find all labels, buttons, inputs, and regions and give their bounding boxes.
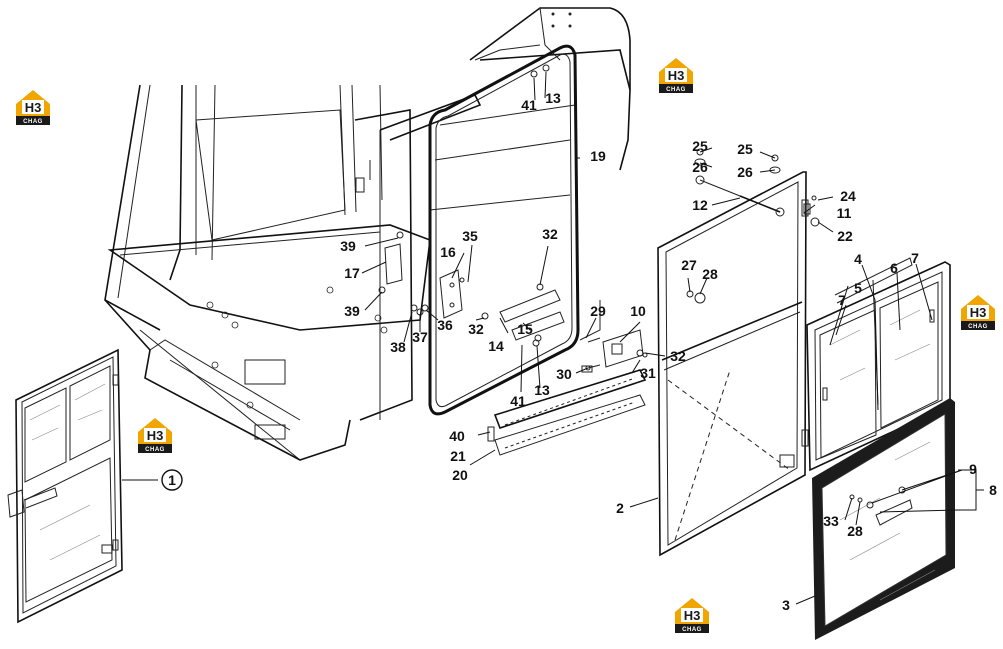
brand-logo-2: H3 CHAG (659, 58, 693, 93)
gas-strut-12 (694, 148, 820, 227)
callout-32-mid: 32 (468, 321, 484, 337)
door-seal-19 (428, 44, 580, 416)
callout-13-top: 13 (545, 90, 561, 106)
callout-27: 27 (681, 257, 697, 273)
callout-37: 37 (412, 329, 428, 345)
callout-40: 40 (449, 428, 465, 444)
callout-32-right: 32 (670, 348, 686, 364)
callout-39-bottom: 39 (344, 303, 360, 319)
callout-7-right: 7 (911, 250, 919, 266)
callout-24: 24 (840, 188, 856, 204)
callout-41-bottom: 41 (510, 393, 526, 409)
logo-text: CHAG (145, 447, 165, 453)
callout-labels: 1 2 3 4 5 6 7 7 8 9 10 11 12 13 13 14 15… (168, 90, 997, 613)
step-tread-20 (487, 365, 647, 456)
callout-35: 35 (462, 228, 478, 244)
logo-letters: H3 (970, 305, 987, 320)
callout-2: 2 (616, 500, 624, 516)
callout-17: 17 (344, 265, 360, 281)
callout-circle-1 (161, 469, 183, 491)
callout-7-left: 7 (838, 292, 846, 308)
callout-12: 12 (692, 197, 708, 213)
callout-22: 22 (837, 228, 853, 244)
callout-4: 4 (854, 251, 862, 267)
callout-26-right: 26 (737, 164, 753, 180)
brand-logo-5: H3 CHAG (675, 598, 709, 633)
cab-frame (104, 7, 631, 461)
door-frame-2 (657, 171, 809, 557)
logo-text: CHAG (682, 627, 702, 633)
callout-11: 11 (837, 205, 852, 221)
callout-26-left: 26 (692, 159, 708, 175)
logo-letters: H3 (147, 428, 164, 443)
lower-window-3 (812, 398, 955, 640)
callout-10: 10 (630, 303, 646, 319)
callout-36: 36 (437, 317, 453, 333)
callout-1: 1 (168, 472, 176, 488)
leader-lines (122, 71, 984, 605)
brand-logo-3: H3 CHAG (138, 418, 172, 453)
callout-28-top: 28 (702, 266, 718, 282)
callout-33: 33 (823, 513, 839, 529)
callout-3: 3 (782, 597, 790, 613)
callout-8: 8 (989, 482, 997, 498)
brand-logo-1: H3 CHAG (16, 90, 50, 125)
callout-15: 15 (517, 321, 533, 337)
callout-32-top: 32 (542, 226, 558, 242)
logo-text: CHAG (23, 119, 43, 125)
upper-window-assembly (806, 257, 951, 472)
callout-13-bottom: 13 (534, 382, 550, 398)
callout-9: 9 (969, 461, 977, 477)
callout-16: 16 (440, 244, 456, 260)
callout-6: 6 (890, 260, 898, 276)
logo-letters: H3 (25, 100, 42, 115)
callout-5: 5 (854, 280, 862, 296)
logo-letters: H3 (668, 68, 685, 83)
callout-31: 31 (640, 365, 656, 381)
callout-38: 38 (390, 339, 406, 355)
callout-25-left: 25 (692, 138, 708, 154)
callout-14: 14 (488, 338, 504, 354)
callout-19: 19 (590, 148, 606, 164)
logo-text: CHAG (968, 324, 988, 330)
logo-text: CHAG (666, 87, 686, 93)
callout-41-top: 41 (521, 97, 537, 113)
callout-28-bottom: 28 (847, 523, 863, 539)
brand-logo-4: H3 CHAG (961, 295, 995, 330)
callout-20: 20 (452, 467, 468, 483)
callout-25-right: 25 (737, 141, 753, 157)
callout-29: 29 (590, 303, 606, 319)
callout-39-top: 39 (340, 238, 356, 254)
logo-letters: H3 (684, 608, 701, 623)
door-assembly-1 (7, 348, 123, 624)
callout-30: 30 (556, 366, 572, 382)
callout-21: 21 (450, 448, 466, 464)
